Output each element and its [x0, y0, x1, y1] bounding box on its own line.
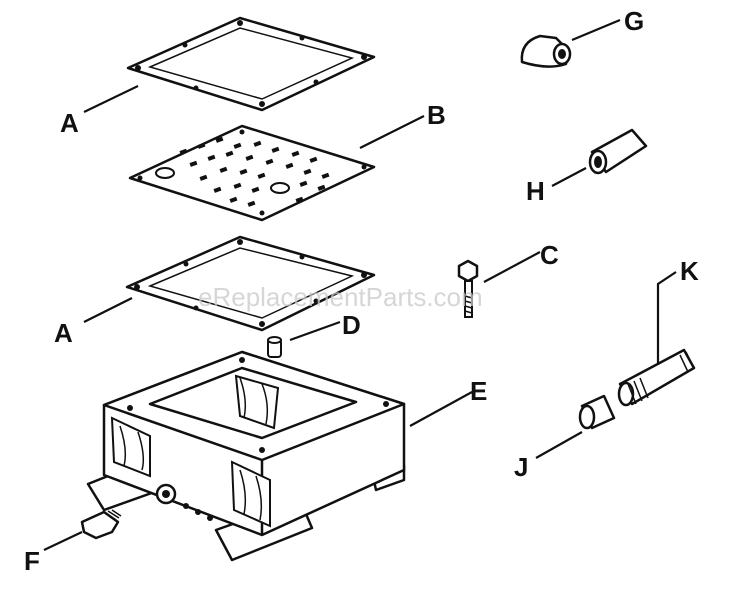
pipe-cap[interactable] — [578, 394, 616, 430]
gasket-bottom[interactable] — [125, 235, 376, 332]
callout-h: H — [526, 176, 545, 206]
gasket-top[interactable] — [126, 16, 376, 112]
callout-d: D — [342, 310, 361, 340]
callout-b: B — [427, 100, 446, 130]
callout-k: K — [680, 256, 699, 286]
pipe-nipple[interactable] — [617, 348, 696, 407]
watermark: eReplacementParts.com — [198, 282, 483, 312]
callout-a-bottom: A — [54, 318, 73, 348]
pipe-plug[interactable] — [80, 509, 122, 540]
callout-g: G — [624, 6, 644, 36]
callout-e: E — [470, 376, 487, 406]
callout-a-top: A — [60, 108, 79, 138]
valve-plate[interactable] — [128, 124, 376, 222]
callout-c: C — [540, 240, 559, 270]
hex-bolt[interactable] — [457, 259, 479, 318]
callout-j: J — [514, 452, 528, 482]
housing[interactable] — [86, 350, 406, 562]
dowel-pin[interactable] — [267, 336, 282, 358]
callout-f: F — [24, 546, 40, 576]
pipe-coupling[interactable] — [588, 128, 648, 175]
pipe-elbow[interactable] — [520, 34, 572, 68]
